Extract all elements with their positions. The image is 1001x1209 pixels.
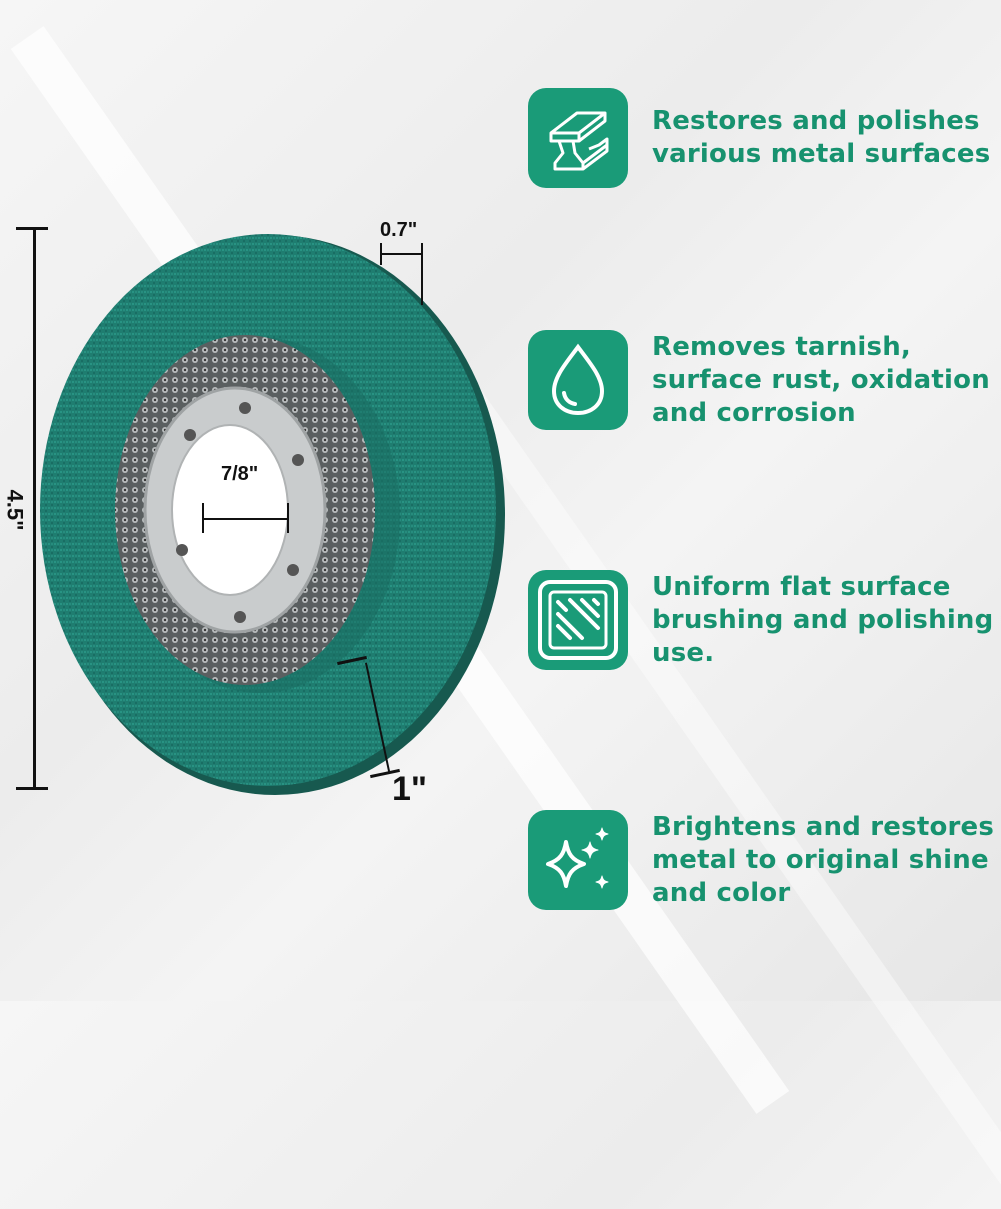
feature-text: Restores and polishes various metal surf… [652, 106, 991, 169]
arbor-line [203, 518, 289, 520]
arbor-label: 7/8" [221, 463, 259, 485]
feature-text: Brightens and restores metal to original… [652, 811, 995, 908]
product-image [30, 225, 530, 795]
diameter-cap-bottom [16, 787, 48, 790]
arbor-tick-left [202, 503, 204, 533]
flap-width-label: 1" [392, 770, 428, 808]
water-drop-icon [528, 330, 628, 430]
thickness-line [380, 253, 423, 255]
feature-text: Removes tarnish, surface rust, oxidation… [652, 331, 990, 428]
sparkle-icon [528, 810, 628, 910]
flap-disc-illustration [40, 234, 505, 795]
brushed-surface-icon [528, 570, 628, 670]
thickness-label: 0.7" [380, 219, 418, 241]
diameter-label: 4.5" [2, 489, 28, 531]
arbor-tick-right [287, 503, 289, 533]
feature-item: Removes tarnish, surface rust, oxidation… [528, 330, 990, 430]
feature-item: Uniform flat surface brushing and polish… [528, 570, 993, 670]
feature-item: Restores and polishes various metal surf… [528, 88, 990, 188]
feature-text: Uniform flat surface brushing and polish… [652, 571, 994, 668]
thickness-tick-left [380, 243, 382, 265]
i-beam-icon [528, 88, 628, 188]
diameter-cap-top [16, 227, 48, 230]
feature-item: Brightens and restores metal to original… [528, 810, 994, 910]
diameter-line [33, 228, 36, 790]
thickness-tick-right [421, 243, 423, 305]
